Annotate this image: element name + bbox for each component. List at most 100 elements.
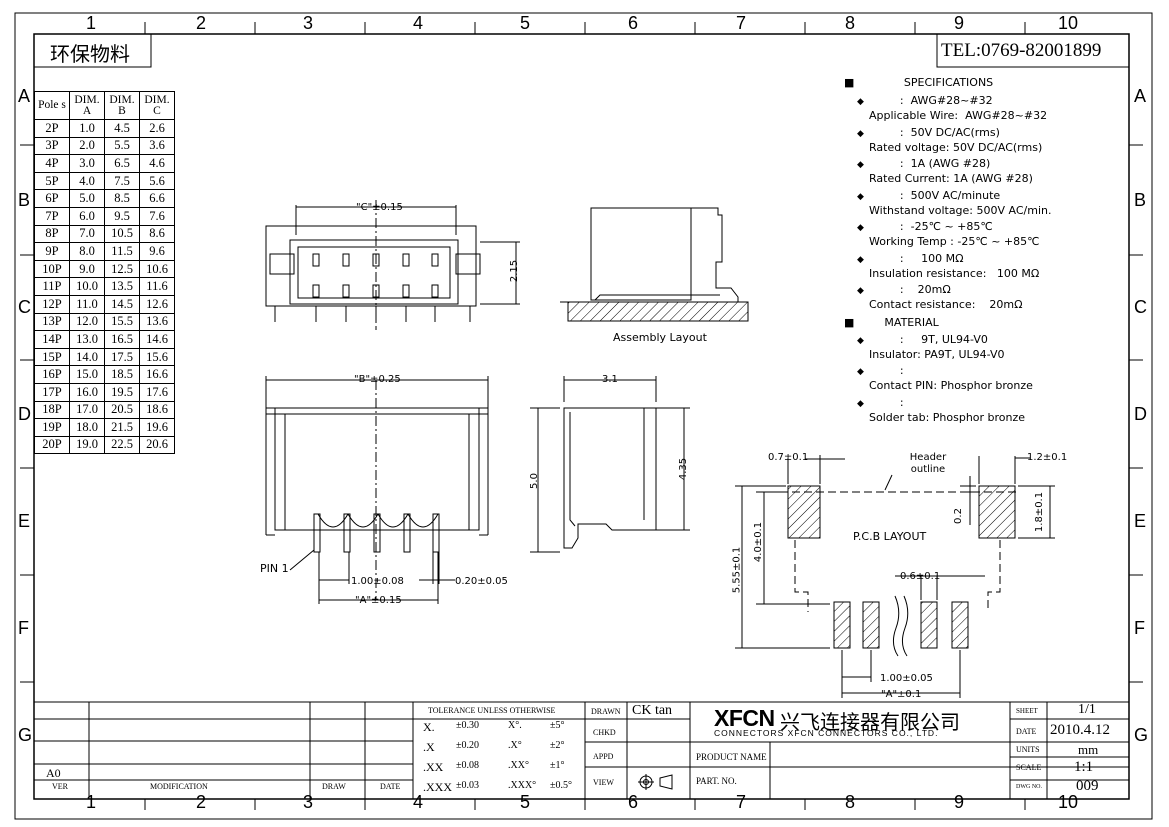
spec-detail: Working Temp : -25℃ ~ +85℃ <box>869 235 1040 248</box>
pcb-gap02-label: 0.2 <box>952 508 964 524</box>
table-cell: 18.6 <box>139 400 175 420</box>
spec-detail: Insulation resistance: 100 MΩ <box>869 266 1040 280</box>
table-cell: 13.5 <box>104 277 140 296</box>
table-cell: 19P <box>34 418 70 437</box>
pin1-label: PIN 1 <box>260 562 289 575</box>
units-value: mm <box>1078 742 1099 757</box>
spec-item: ◆: 50V DC/AC(rms)Rated voltage: 50V DC/A… <box>857 126 1042 155</box>
pcb-w07-label: 0.7±0.1 <box>768 452 809 463</box>
diamond-bullet-icon: ◆ <box>857 286 864 296</box>
table-cell: 16.6 <box>139 365 175 384</box>
phone-number: TEL:0769-82001899 <box>941 40 1102 61</box>
pin-width-label: 0.20±0.05 <box>455 576 508 587</box>
table-cell: 5.0 <box>69 189 105 208</box>
zone-col-3: 3 <box>303 13 314 33</box>
zone-col-5-bottom: 5 <box>520 792 531 812</box>
spec-short: : 50V DC/AC(rms) <box>899 125 1000 139</box>
diamond-bullet-icon: ◆ <box>857 367 864 377</box>
table-cell: 13P <box>34 312 70 332</box>
pcb-h555-label: 5.55±0.1 <box>731 546 743 594</box>
table-cell: 21.5 <box>104 418 140 437</box>
outer-border <box>14 12 1153 820</box>
product-name-label: PRODUCT NAME <box>696 752 767 762</box>
spec-detail: Rated Current: 1A (AWG #28) <box>869 172 1033 185</box>
zone-col-5: 5 <box>520 13 531 33</box>
table-cell: 2.6 <box>139 119 175 138</box>
assembly-layout-label: Assembly Layout <box>613 331 707 344</box>
table-cell: 19.6 <box>139 418 175 437</box>
table-cell: 17.0 <box>69 400 105 420</box>
material-item: ◆:Contact PIN: Phosphor bronze <box>857 364 1033 393</box>
spec-item: ◆: 1A (AWG #28)Rated Current: 1A (AWG #2… <box>857 157 1033 186</box>
table-cell: 10.6 <box>139 259 175 279</box>
ver-label: VER <box>52 782 68 791</box>
date-value: 2010.4.12 <box>1050 722 1110 738</box>
specifications-title: SPECIFICATIONS <box>903 76 994 89</box>
table-cell: 16P <box>34 365 70 384</box>
table-cell: 7P <box>34 206 70 226</box>
top-view <box>265 200 520 330</box>
tolerance-angular-format: .X° <box>508 740 522 751</box>
table-cell: 3.6 <box>139 136 175 156</box>
side-view <box>530 376 690 553</box>
table-cell: 17.5 <box>104 347 140 367</box>
pcb-w06-label: 0.6±0.1 <box>900 571 941 582</box>
zone-row-f: F <box>18 618 29 638</box>
zone-col-8: 8 <box>845 13 856 33</box>
title-block-grid <box>34 701 1129 799</box>
pcb-dim-a-label: "A"±0.1 <box>881 689 922 700</box>
table-cell: 8.0 <box>69 242 105 261</box>
tolerance-linear-format: X. <box>423 720 435 734</box>
tolerance-angular-value: ±2° <box>550 740 565 751</box>
table-cell: 7.5 <box>104 171 140 191</box>
company-brand: XFCN <box>714 705 775 731</box>
eco-label-box <box>33 33 152 68</box>
table-cell: 19.5 <box>104 382 140 402</box>
table-cell: 5P <box>34 171 70 191</box>
diamond-bullet-icon: ◆ <box>857 97 864 107</box>
dim-50-label: 5.0 <box>528 473 540 489</box>
table-cell: 13.0 <box>69 330 105 349</box>
zone-col-2: 2 <box>196 13 207 33</box>
table-cell: 15.6 <box>139 347 175 367</box>
zone-col-1: 1 <box>86 13 97 33</box>
draw-label: DRAW <box>322 782 346 791</box>
table-cell: 15.0 <box>69 365 105 384</box>
tolerance-linear-format: .X <box>423 740 435 754</box>
table-cell: 15P <box>34 347 70 367</box>
table-cell: 10P <box>34 259 70 279</box>
table-cell: 11.5 <box>104 242 140 261</box>
tolerance-title: TOLERANCE UNLESS OTHERWISE <box>428 706 556 715</box>
diamond-bullet-icon: ◆ <box>857 191 864 202</box>
table-cell: 6.0 <box>69 206 105 226</box>
col-header-dim-a: DIM. A <box>69 91 105 120</box>
spec-detail: Insulator: PA9T, UL94-V0 <box>869 347 1005 361</box>
table-cell: 18.0 <box>69 418 105 437</box>
zone-row-d-right: D <box>1134 404 1147 424</box>
sheet-label: SHEET <box>1016 707 1038 715</box>
zone-col-1-bottom: 1 <box>86 792 97 812</box>
pcb-layout <box>735 455 1055 698</box>
tolerance-linear-format: .XXX <box>423 780 452 794</box>
table-cell: 20P <box>34 435 70 455</box>
assembly-layout <box>560 207 749 322</box>
zone-col-6-bottom: 6 <box>628 792 639 812</box>
scale-value: 1:1 <box>1074 759 1094 775</box>
material-title: MATERIAL <box>884 315 939 329</box>
view-label: VIEW <box>593 778 614 787</box>
spec-short: : AWG#28~#32 <box>899 94 993 107</box>
dim-a-label: "A"±0.15 <box>355 595 402 606</box>
front-view <box>265 376 489 604</box>
zone-col-7-bottom: 7 <box>736 792 747 812</box>
